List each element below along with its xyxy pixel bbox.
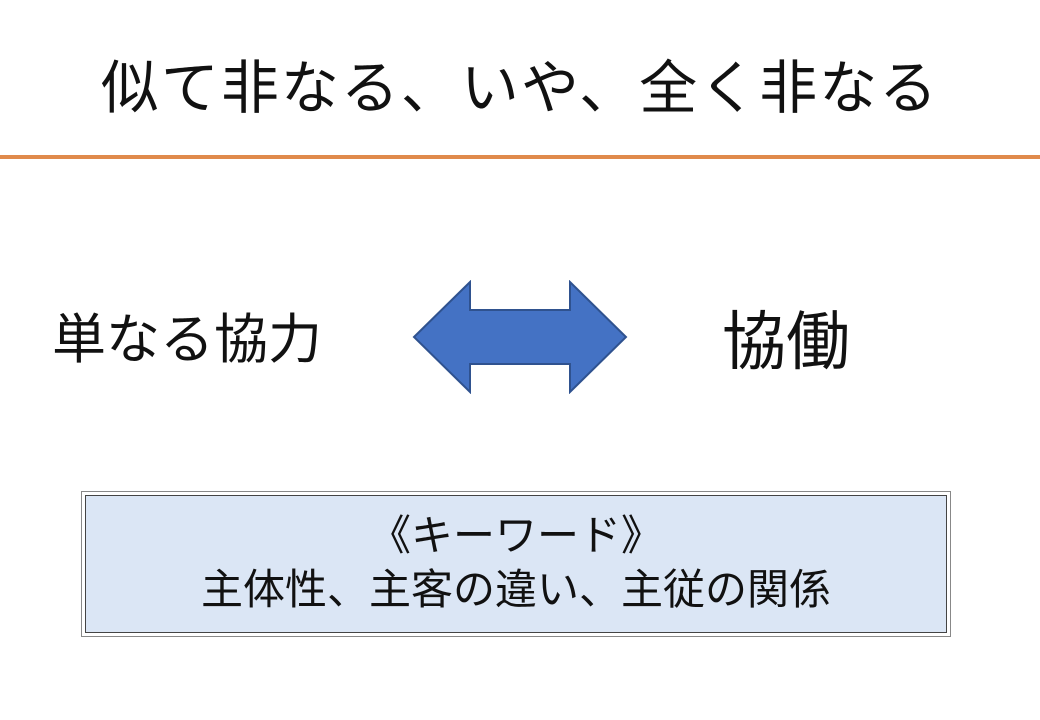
right-term-label: 協働: [722, 306, 850, 380]
left-term-label: 単なる協力: [52, 308, 322, 371]
keyword-items: 主体性、主客の違い、主従の関係: [200, 565, 831, 614]
title-divider: [0, 155, 1040, 159]
keyword-heading: 《キーワード》: [368, 511, 663, 560]
double-arrow-icon: [412, 280, 628, 394]
keyword-box: 《キーワード》 主体性、主客の違い、主従の関係: [81, 491, 951, 637]
slide-title: 似て非なる、いや、全く非なる: [100, 54, 940, 122]
double-arrow-shape: [412, 280, 628, 394]
